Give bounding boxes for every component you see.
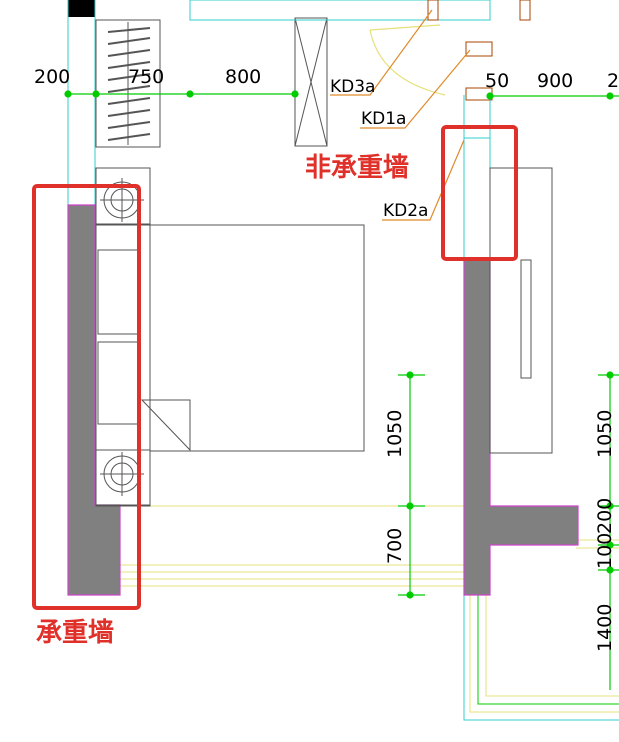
headboard-cell-2 — [97, 341, 139, 425]
door-tag-leaders — [330, 9, 471, 221]
wardrobe-cabinet — [95, 19, 161, 148]
dim-top-20: 20 — [607, 70, 619, 92]
nightstand-top — [95, 167, 151, 225]
dim-right-200: 200 — [594, 498, 616, 534]
cyan-line-bottom-right — [463, 595, 619, 721]
load-bearing-highlight-box — [32, 184, 141, 610]
non-load-bearing-wall-core — [463, 137, 491, 259]
bed-corner-fold — [140, 399, 191, 452]
dim-right-1050: 1050 — [594, 410, 616, 458]
door-swing-leaf — [369, 24, 441, 31]
yellow-line-right-corner-2 — [477, 595, 619, 705]
top-left-wall-stub — [68, 0, 95, 17]
bed — [149, 224, 365, 452]
dim-right-1400: 1400 — [594, 604, 616, 652]
nightstand-bottom — [95, 449, 151, 507]
dim-top-800: 800 — [225, 66, 261, 88]
furniture — [95, 167, 553, 507]
load-bearing-wall — [67, 204, 121, 596]
door-tag-kd1a: KD1a — [361, 109, 406, 129]
dim-mid-700: 700 — [384, 528, 406, 564]
dim-top-750: 750 — [128, 66, 164, 88]
wardrobe-hanger-lines — [107, 27, 151, 141]
tv-screen — [520, 259, 532, 379]
sliding-door-cross — [294, 17, 328, 147]
door-swing-arc — [369, 29, 446, 96]
load-bearing-label: 承重墙 — [36, 618, 114, 648]
dim-mid-1050: 1050 — [384, 410, 406, 458]
top-structure — [68, 0, 531, 148]
headboard-panel — [95, 224, 151, 506]
headboard-cell-1 — [97, 249, 139, 335]
dim-top-200: 200 — [34, 66, 70, 88]
door-jamb-3 — [465, 41, 493, 57]
dim-top-50: 50 — [485, 70, 509, 92]
dimension-lines — [64, 90, 619, 690]
door-jamb-2 — [519, 0, 531, 21]
non-load-bearing-label: 非承重墙 — [305, 153, 409, 183]
finish-lines — [67, 0, 619, 721]
door-jamb-1 — [427, 0, 439, 21]
dim-top-900: 900 — [537, 70, 573, 92]
non-load-bearing-highlight-box — [441, 125, 518, 261]
door-tag-kd3a: KD3a — [330, 77, 375, 97]
tv-cabinet — [489, 167, 553, 454]
yellow-line-right-corner-1 — [469, 595, 619, 713]
yellow-line-right-corner-3 — [485, 595, 619, 697]
dim-right-100: 100 — [594, 533, 616, 569]
top-cabinet-outline — [189, 0, 491, 21]
sliding-door-frame — [294, 17, 328, 147]
door-tag-kd2a: KD2a — [383, 201, 428, 221]
